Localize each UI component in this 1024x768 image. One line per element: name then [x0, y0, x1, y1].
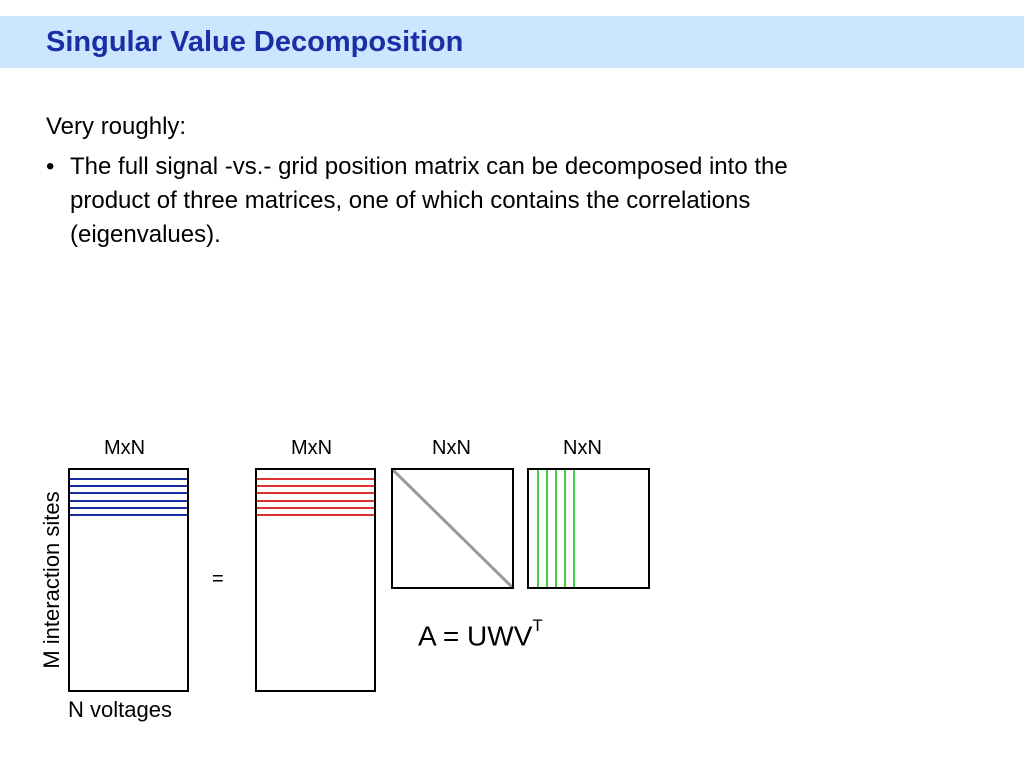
- title-bar: [0, 16, 1024, 68]
- equals-sign: =: [212, 568, 224, 590]
- diagonal-line: [393, 470, 512, 587]
- matrix-vt-dims: NxN: [563, 437, 602, 459]
- matrix-a-row-line: [70, 485, 187, 488]
- matrix-u-row-line: [257, 485, 374, 488]
- y-axis-label: M interaction sites: [39, 491, 64, 669]
- matrix-vt-column-line: [573, 470, 575, 587]
- matrix-a-row-line: [70, 499, 187, 502]
- formula-base: A = UWV: [418, 620, 533, 652]
- matrix-a-row-line: [70, 492, 187, 495]
- x-axis-label: N voltages: [68, 697, 172, 722]
- matrix-a: [68, 468, 189, 692]
- matrix-u-row-line: [257, 499, 374, 502]
- matrix-u-row-line: [257, 492, 374, 495]
- bullet-dot: •: [46, 153, 55, 180]
- formula-superscript: T: [532, 616, 543, 635]
- matrix-a-row-line: [70, 514, 187, 516]
- diagonal-svg: [393, 470, 512, 587]
- matrix-vt-column-line: [555, 470, 557, 587]
- matrix-u-row-line: [257, 478, 374, 480]
- matrix-u-row-line: [257, 506, 374, 509]
- bullet-text: The full signal -vs.- grid position matr…: [70, 150, 940, 252]
- matrix-w-dims: NxN: [432, 437, 471, 459]
- slide-title: Singular Value Decomposition: [46, 26, 464, 58]
- matrix-vt-column-line: [564, 470, 566, 587]
- bullet-line-3: (eigenvalues).: [70, 221, 221, 248]
- matrix-vt-column-line: [537, 470, 539, 587]
- matrix-vt: [527, 468, 650, 589]
- svd-formula: A = UWVT: [418, 616, 543, 652]
- matrix-vt-column-line: [546, 470, 548, 587]
- matrix-w: [391, 468, 514, 589]
- intro-text: Very roughly:: [46, 113, 187, 140]
- bullet-line-2: product of three matrices, one of which …: [70, 187, 751, 214]
- matrix-u-row-line: [257, 514, 374, 516]
- matrix-u: [255, 468, 376, 692]
- matrix-a-row-line: [70, 506, 187, 509]
- matrix-a-row-line: [70, 478, 187, 480]
- bullet-line-1: The full signal -vs.- grid position matr…: [70, 153, 788, 180]
- matrix-a-dims: MxN: [104, 437, 146, 459]
- matrix-u-dims: MxN: [291, 437, 333, 459]
